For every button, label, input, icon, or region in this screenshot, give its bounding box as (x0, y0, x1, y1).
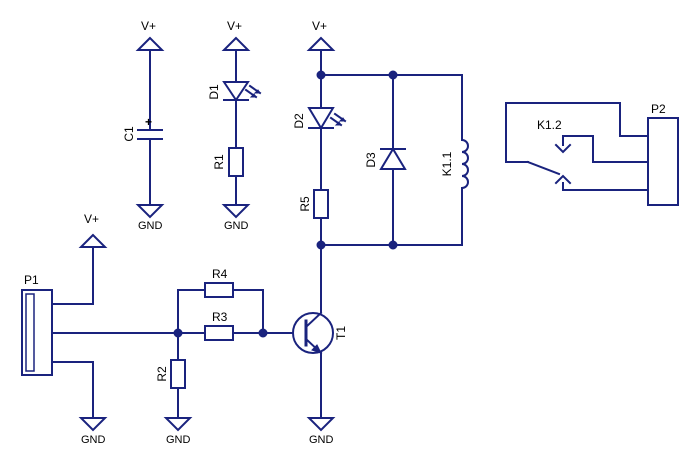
diode-d3: D3 (364, 147, 407, 170)
vplus-c1: V+ (135, 19, 165, 51)
gnd-label: GND (224, 220, 249, 232)
p2-label: P2 (651, 102, 666, 116)
r1-label: R1 (212, 154, 226, 170)
transistor-t1: T1 (292, 311, 348, 355)
vplus-label: V+ (227, 19, 242, 33)
connector-p1: P1 (21, 273, 53, 376)
relay-contact-k1-2: K1.2 (526, 118, 572, 191)
resistor-r3: R3 (204, 310, 234, 341)
d2-label: D2 (292, 113, 306, 129)
led-d1: D1 (207, 81, 262, 102)
gnd-r1: GND (221, 204, 251, 232)
resistor-r2: R2 (155, 359, 186, 389)
resistor-r4: R4 (204, 267, 234, 298)
gnd-label: GND (309, 434, 334, 446)
r5-label: R5 (298, 196, 312, 212)
gnd-label: GND (166, 434, 191, 446)
p1-label: P1 (24, 273, 39, 287)
gnd-label: GND (138, 220, 163, 232)
connector-p2: P2 (647, 102, 679, 206)
r4-label: R4 (212, 267, 228, 281)
k1-1-label: K1.1 (440, 151, 454, 176)
polarity-plus: + (145, 115, 152, 129)
t1-label: T1 (334, 326, 348, 340)
gnd-c1: GND (135, 204, 165, 232)
c1-label: C1 (122, 126, 136, 142)
vplus-relay: V+ (306, 19, 336, 51)
capacitor-c1: + C1 (122, 115, 163, 142)
r3-label: R3 (212, 310, 228, 324)
relay-coil-k1-1: K1.1 (440, 138, 469, 190)
vplus-p1: V+ (78, 212, 108, 248)
led-d2: D2 (292, 107, 347, 130)
vplus-label: V+ (312, 19, 327, 33)
d3-label: D3 (364, 152, 378, 168)
d1-label: D1 (207, 84, 221, 100)
vplus-label: V+ (84, 212, 99, 226)
vplus-label: V+ (141, 19, 156, 33)
r2-label: R2 (155, 366, 169, 382)
gnd-r2: GND (163, 417, 193, 446)
gnd-label: GND (81, 434, 106, 446)
resistor-r1: R1 (212, 147, 244, 177)
vplus-d1: V+ (221, 19, 251, 51)
gnd-p1: GND (78, 417, 108, 446)
k1-2-label: K1.2 (537, 118, 562, 132)
gnd-t1: GND (306, 417, 336, 446)
resistor-r5: R5 (298, 189, 329, 219)
